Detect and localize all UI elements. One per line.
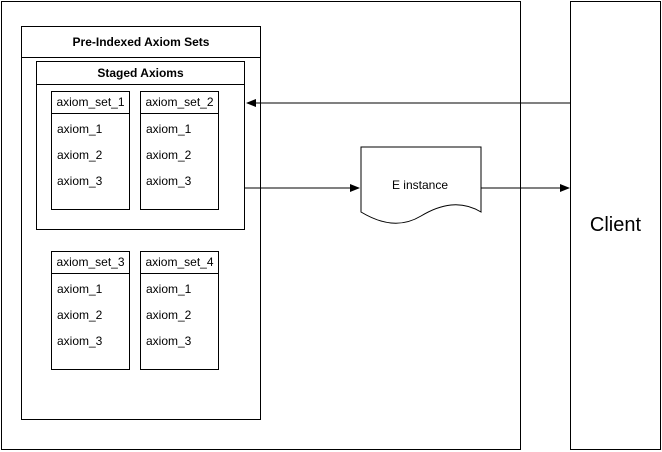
- axiom-item: axiom_2: [146, 308, 192, 322]
- axiom-set-1-box: axiom_set_1 axiom_1 axiom_2 axiom_3: [51, 91, 130, 210]
- staged-axioms-title: Staged Axioms: [37, 62, 244, 85]
- e-instance-label: E instance: [391, 178, 449, 192]
- axiom-item: axiom_2: [146, 148, 192, 162]
- axiom-item: axiom_3: [146, 174, 192, 188]
- axiom-set-2-box: axiom_set_2 axiom_1 axiom_2 axiom_3: [140, 91, 219, 210]
- axiom-item: axiom_2: [57, 148, 103, 162]
- axiom-item: axiom_3: [57, 334, 103, 348]
- axiom-item: axiom_1: [57, 282, 103, 296]
- axiom-set-title: axiom_set_3: [52, 252, 129, 274]
- client-box: Client: [570, 1, 661, 450]
- e-instance-document-shape: [360, 146, 482, 224]
- axiom-item: axiom_1: [57, 122, 103, 136]
- axiom-set-3-box: axiom_set_3 axiom_1 axiom_2 axiom_3: [51, 251, 130, 370]
- axiom-item: axiom_1: [146, 282, 192, 296]
- axiom-item: axiom_3: [146, 334, 192, 348]
- pre-indexed-title: Pre-Indexed Axiom Sets: [22, 27, 260, 58]
- axiom-item: axiom_1: [146, 122, 192, 136]
- axiom-set-4-box: axiom_set_4 axiom_1 axiom_2 axiom_3: [140, 251, 219, 370]
- axiom-set-title: axiom_set_1: [52, 92, 129, 114]
- axiom-set-title: axiom_set_4: [141, 252, 218, 274]
- client-label: Client: [589, 214, 642, 236]
- axiom-item: axiom_2: [57, 308, 103, 322]
- axiom-set-title: axiom_set_2: [141, 92, 218, 114]
- axiom-item: axiom_3: [57, 174, 103, 188]
